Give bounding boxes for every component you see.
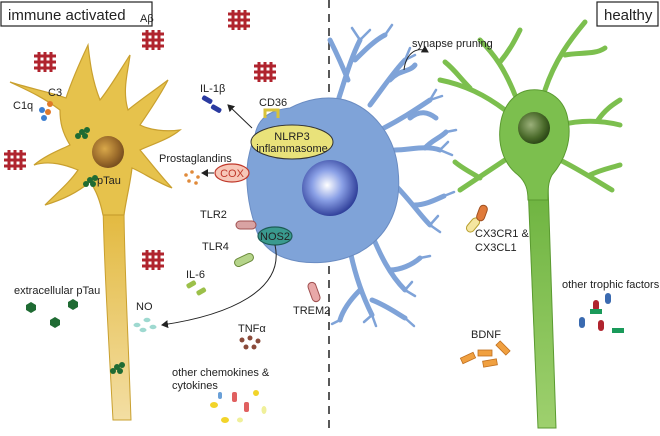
complement-proteins — [39, 101, 53, 121]
tlr2-receptor — [235, 220, 257, 230]
ptau-label: pTau — [97, 175, 121, 187]
microglia — [246, 23, 458, 328]
abeta-fibril — [2, 148, 28, 172]
no-molecules — [133, 317, 157, 333]
nlrp3-inflammasome: NLRP3 inflammasome — [250, 124, 334, 160]
il6-label: IL-6 — [186, 269, 205, 281]
immune-activated-title-box: immune activated — [0, 1, 153, 27]
trem2-label: TREM2 — [293, 305, 330, 317]
c1q-label: C1q — [13, 100, 33, 112]
trophic-factors-label: other trophic factors — [562, 279, 660, 291]
healthy-title-box: healthy — [596, 1, 659, 27]
nos2-label: NOS2 — [260, 231, 290, 243]
unhealthy-neuron-nucleus — [92, 136, 124, 168]
extracellular-ptau-particles — [26, 299, 78, 328]
tnfa-label: TNFα — [238, 323, 266, 335]
il1b-label: IL-1β — [200, 83, 225, 95]
chemokines-label-line1: other chemokines & — [172, 367, 270, 379]
chemokines-label-line2: cytokines — [172, 380, 218, 392]
prostaglandin-molecules — [184, 170, 200, 185]
tlr4-receptor — [234, 252, 254, 268]
c3-label: C3 — [48, 87, 62, 99]
abeta-fibril — [32, 50, 58, 74]
il6-molecules — [186, 280, 207, 296]
cox-label: COX — [220, 168, 245, 180]
nos2-enzyme: NOS2 — [257, 226, 293, 246]
trophic-factor-molecules — [579, 293, 624, 333]
tlr2-label: TLR2 — [200, 209, 227, 221]
healthy-neuron — [437, 19, 623, 429]
prostaglandins-label: Prostaglandins — [159, 153, 232, 165]
arrow-synapse-pruning — [403, 45, 429, 71]
tlr4-label: TLR4 — [202, 241, 229, 253]
unhealthy-neuron-axon — [102, 204, 132, 421]
no-label: NO — [136, 301, 153, 313]
healthy-neuron-body — [499, 89, 570, 201]
healthy-neuron-axon — [527, 184, 557, 429]
microglia-processes — [327, 32, 449, 323]
unhealthy-neuron-body — [9, 42, 182, 216]
nlrp3-label: NLRP3 — [274, 131, 309, 143]
cd36-label: CD36 — [259, 97, 287, 109]
microglia-fine-processes — [330, 23, 458, 328]
abeta-label: Aβ — [140, 13, 154, 25]
chemokine-molecules — [210, 390, 267, 423]
abeta-fibril — [252, 60, 278, 84]
immune-activated-title: immune activated — [8, 7, 126, 24]
healthy-title: healthy — [604, 7, 653, 24]
arrow-il1b-release — [227, 104, 253, 129]
cd36-receptor — [263, 108, 280, 118]
bdnf-label: BDNF — [471, 329, 501, 341]
trem2-receptor — [307, 281, 321, 303]
healthy-neuron-dendrites — [437, 19, 623, 193]
inflammasome-label: inflammasome — [256, 143, 328, 155]
il1b-molecules — [201, 95, 222, 113]
extracellular-ptau-label: extracellular pTau — [14, 285, 100, 297]
cx3cr1-label: CX3CR1 & — [475, 228, 529, 240]
arrow-no-release — [161, 244, 277, 329]
abeta-fibril — [140, 248, 166, 272]
tnfa-molecules — [239, 335, 261, 350]
cx3cr1-cx3cl1-pair — [465, 204, 488, 233]
synapse-pruning-label: synapse pruning — [412, 38, 493, 50]
cx3cl1-label: CX3CL1 — [475, 242, 517, 254]
microglia-nucleus — [302, 160, 358, 216]
healthy-neuron-nucleus — [518, 112, 550, 144]
abeta-fibril — [226, 8, 252, 32]
unhealthy-neuron — [9, 42, 182, 421]
cox-enzyme: COX — [214, 163, 250, 183]
bdnf-molecules — [459, 340, 511, 368]
abeta-fibril — [140, 28, 166, 52]
